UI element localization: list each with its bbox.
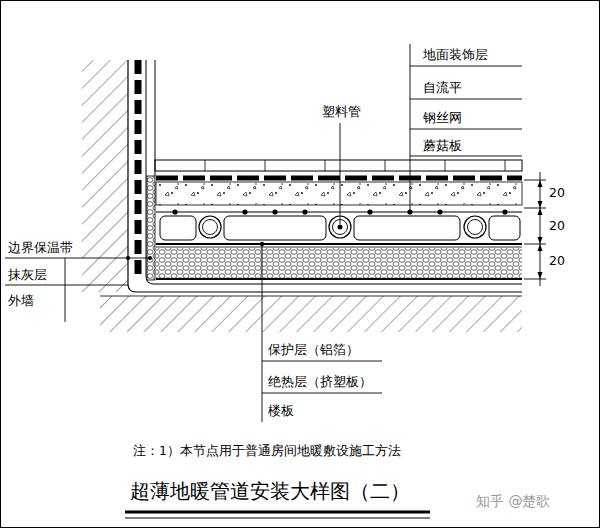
wall-label: 外墙 bbox=[8, 293, 34, 308]
wall-label: 抹灰层 bbox=[8, 267, 47, 282]
drawing-title: 超薄地暖管道安装大样图（二） bbox=[130, 479, 410, 503]
dimension: 20 bbox=[549, 218, 565, 233]
watermark: 知乎 @楚歌 bbox=[476, 493, 550, 510]
wall-label: 边界保温带 bbox=[8, 240, 73, 255]
layer-label: 钢丝网 bbox=[423, 110, 462, 125]
layer-label: 楼板 bbox=[268, 403, 294, 418]
layer-label: 保护层（铝箔） bbox=[268, 342, 359, 357]
pipe-label: 塑料管 bbox=[322, 104, 361, 119]
note: 注：1）本节点用于普通房间地暖敷设施工方法 bbox=[133, 443, 401, 458]
dimension: 20 bbox=[549, 185, 565, 200]
layer-label: 自流平 bbox=[423, 80, 462, 95]
layer-label: 地面装饰层 bbox=[423, 47, 488, 62]
layer-label: 绝热层（挤塑板） bbox=[268, 374, 372, 389]
layer-label: 蘑菇板 bbox=[423, 138, 462, 153]
dimension: 20 bbox=[549, 253, 565, 268]
